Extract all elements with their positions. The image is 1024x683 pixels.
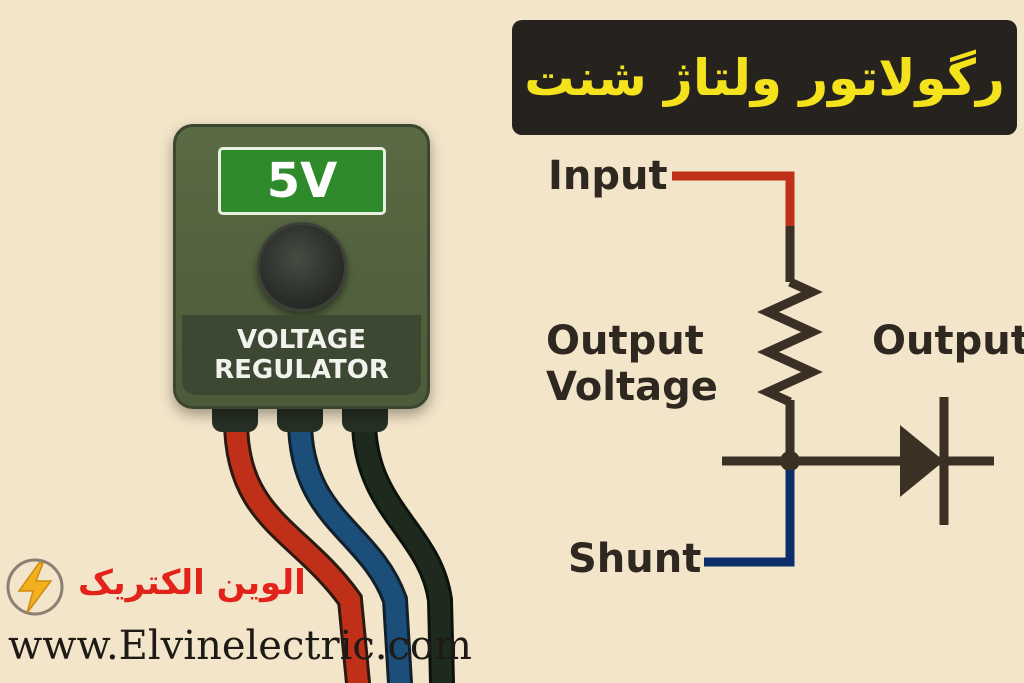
shunt-label: Shunt [568, 536, 702, 582]
diode-symbol [900, 425, 944, 497]
output-voltage-line1: Output [546, 318, 704, 364]
page-title: رگولاتور ولتاژ شنت [524, 48, 1005, 107]
voltage-regulator-device: 5V VOLTAGE REGULATOR [173, 124, 430, 409]
red-cable [226, 410, 368, 683]
device-label: VOLTAGE REGULATOR [182, 315, 421, 395]
black-cable [354, 410, 452, 683]
website-url: www.Elvinelectric.com [8, 623, 472, 669]
knob-icon [257, 222, 347, 312]
output-voltage-line2: Voltage [546, 364, 718, 410]
lightning-logo-icon [6, 558, 64, 616]
voltage-display: 5V [218, 147, 386, 215]
title-banner: رگولاتور ولتاژ شنت [512, 20, 1017, 135]
output-label: Output [872, 318, 1024, 364]
junction-dot [780, 451, 800, 471]
shunt-wire [704, 470, 795, 567]
device-label-line1: VOLTAGE [237, 325, 366, 355]
brand-name: الوین الکتریک [78, 563, 306, 603]
input-label: Input [548, 153, 668, 199]
blue-cable [290, 410, 410, 683]
output-voltage-label: Output Voltage [546, 318, 718, 410]
resistor-symbol [757, 277, 823, 407]
input-wire [672, 171, 795, 228]
device-label-line2: REGULATOR [214, 355, 389, 385]
